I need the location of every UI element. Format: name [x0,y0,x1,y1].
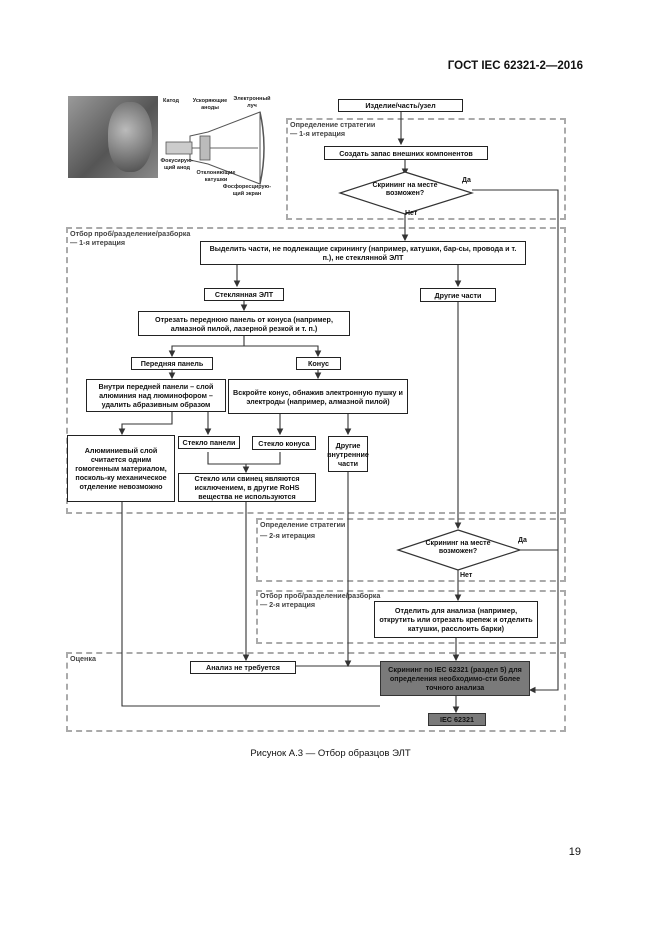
node-inside-panel: Внутри передней панели – слой алюминия н… [86,379,226,412]
zone-strategy-1-sub: — 1-я итерация [290,129,346,138]
decision-2-label: Скрининг на месте возможен? [425,540,491,555]
node-cone-glass: Стекло конуса [252,436,316,450]
zone-strategy-1-title: Определение стратегии [290,120,376,129]
figure-caption: Рисунок А.3 — Отбор образцов ЭЛТ [250,748,411,759]
node-separate-analysis: Отделить для анализа (например, открутит… [374,601,538,638]
node-front-panel: Передняя панель [131,357,213,370]
zone-disassembly-2-sub: — 2-я итерация [260,600,316,609]
node-external-components: Создать запас внешних компонентов [324,146,488,160]
zone-disassembly-1-title: Отбор проб/разделение/разборка [70,229,191,238]
node-panel-glass: Стекло панели [178,436,240,449]
decision-1-yes: Да [462,177,471,184]
node-inner-parts: Другие внутренние части [327,436,369,472]
node-lead-glass: Стекло или свинец являются исключением, … [178,473,316,502]
zone-strategy-2 [256,518,566,582]
node-aluminum-layer: Алюминиевый слой считается одним гомоген… [67,435,175,502]
zone-strategy-1 [286,118,566,220]
node-product: Изделие/часть/узел [338,99,463,112]
node-cut-panel: Отрезать переднюю панель от конуса (напр… [138,311,350,336]
zone-disassembly-2 [256,590,566,644]
label-electron-beam: Электронный луч [233,96,271,109]
zone-disassembly-1-sub: — 1-я итерация [70,238,126,247]
node-cone: Конус [296,357,341,370]
decision-2-no: Нет [460,572,473,579]
label-coils: Отклоняющие катушки [196,170,236,183]
zone-disassembly-2-title: Отбор проб/разделение/разборка [260,591,381,600]
zone-disassembly-1 [66,227,566,514]
decision-1-label: Скрининг на месте возможен? [372,182,438,197]
node-iec: IEC 62321 [428,713,486,726]
crt-diagram-icon [165,111,265,185]
node-separate-parts: Выделить части, не подлежащие скринингу … [200,241,526,265]
zone-evaluation-title: Оценка [70,654,96,663]
node-no-analysis: Анализ не требуется [190,661,296,674]
node-open-cone: Вскройте конус, обнажив электронную пушк… [228,379,408,414]
decision-1-no: Нет [405,210,418,217]
zone-evaluation [66,652,566,732]
document-header: ГОСТ IEC 62321-2—2016 [447,60,583,72]
label-cathode: Катод [163,98,179,104]
label-accel-anodes: Ускоряющие аноды [192,98,228,111]
page-number: 19 [568,846,581,858]
crt-photo [68,96,158,178]
label-focus-anode: Фокусирую-щий анод [160,158,194,171]
zone-strategy-2-sub: — 2-я итерация [260,531,316,540]
decision-1-diamond [338,171,475,215]
label-phosphor-screen: Фосфоресцирую-щий экран [222,184,272,197]
node-other-parts: Другие части [420,288,496,302]
crt-photo-screen [108,102,152,172]
node-screening: Скрининг по IEC 62321 (раздел 5) для опр… [380,661,530,696]
node-glass-crt: Стеклянная ЭЛТ [204,288,284,301]
decision-2-diamond [396,529,522,571]
zone-strategy-2-title: Определение стратегии [260,520,346,529]
decision-2-yes: Да [518,537,527,544]
